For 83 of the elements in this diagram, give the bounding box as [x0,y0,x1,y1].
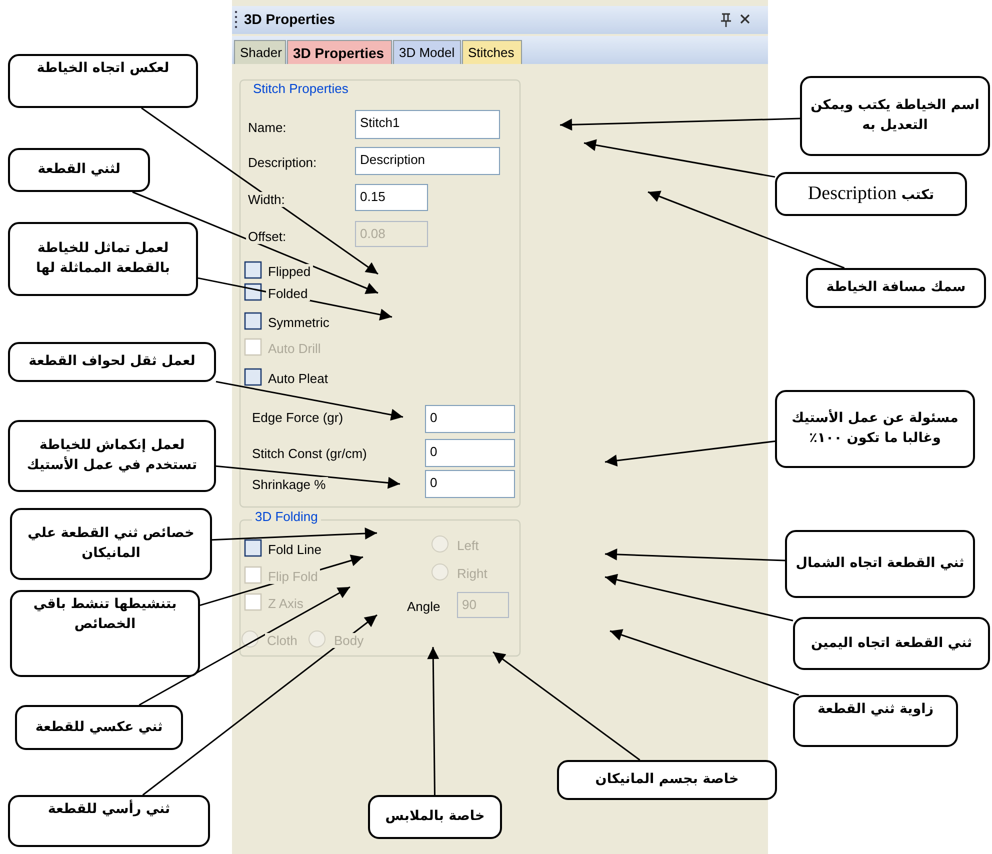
input-field: Description [355,147,500,175]
callout-text: اسم الخياطة يكتب ويمكن التعديل به [810,96,980,135]
radio-label: Right [455,566,490,581]
callout-text: لثني القطعة [38,160,120,180]
callout-box [368,795,502,839]
leader-arrow [584,139,776,178]
leader-arrow [132,191,378,294]
callout-box [15,705,183,750]
callout-text: بتنشيطها تنشط باقي الخصائص [32,595,178,634]
callout-text: ثني عكسي للقطعة [35,718,163,737]
input-field: 0 [425,470,515,498]
callout-box [775,390,975,468]
callout-box [10,590,200,677]
callout-text: ثني القطعة اتجاه اليمين [810,634,972,653]
callout-box [800,76,990,156]
callout-box [557,760,777,800]
panel-title: 3D Properties [244,12,336,29]
checkbox-label: Flip Fold [266,569,320,584]
leader-arrow [604,548,786,562]
checkbox-label: Fold Line [266,542,324,557]
callout-text: خاصة بالملابس [385,807,485,826]
checkbox-label: Z Axis [266,596,306,611]
callout-box [793,617,990,670]
group-title: 3D Folding [252,510,321,523]
callout-text: لعمل تماثل للخياطة بالقطعة المماثلة لها [35,239,171,278]
field-label: Stitch Const (gr/cm) [250,446,369,461]
leader-arrow [427,647,440,795]
tab: 3D Properties [287,40,392,64]
checkbox-label: Folded [266,286,310,301]
input-field: 0.15 [355,184,428,211]
field-label: Angle [405,599,442,614]
callout-text: خاصة بجسم المانيكان [595,770,739,790]
leader-arrow [141,107,378,275]
checkbox-label: Auto Drill [266,341,323,356]
callout-box [10,508,212,580]
field-label: Shrinkage % [250,477,328,492]
callout-text: لعمل إنكماش للخياطة تستخدم في عمل الأستيك [26,436,198,475]
callout-text: لعمل ثقل لحواف القطعة [28,352,196,372]
callout-box [8,148,150,192]
checkbox-label: Symmetric [266,315,332,330]
leader-arrow [648,190,845,269]
callout-box [793,695,958,747]
callout-text: خصائص ثني القطعة علي المانيكان [26,524,196,563]
field-label: Name: [246,120,288,135]
callout-text: زاوية ثني القطعة [817,700,934,719]
leader-arrow [604,574,794,622]
tab: Stitches [462,40,522,64]
field-label: Width: [246,192,287,207]
input-field: 0 [425,405,515,433]
leader-arrow [216,465,400,489]
callout-box [8,342,216,382]
leader-arrow [492,651,640,761]
callout-text: ثني القطعة اتجاه الشمال [796,554,964,574]
leader-arrow [138,586,350,706]
leader-arrow [610,629,800,696]
callout-box [775,172,967,216]
callout-box [8,54,198,108]
callout-text: ثني رأسي للقطعة [48,800,170,819]
tab: Shader [234,40,286,64]
radio-label: Left [455,538,481,553]
input-field: Stitch1 [355,110,500,139]
callout-box [806,268,986,308]
leader-arrow [560,118,800,131]
input-field: 0 [425,439,515,467]
callout-box [8,420,216,492]
callout-text: سمك مسافة الخياطة [826,278,966,298]
input-field: 90 [457,592,509,618]
leader-arrow [604,440,776,466]
checkbox-label: Auto Pleat [266,371,330,386]
field-label: Edge Force (gr) [250,410,346,425]
callout-box [8,222,198,296]
callout-box [785,530,975,598]
radio-label: Cloth [265,633,300,648]
leader-arrow [142,614,378,796]
callout-text: مسئولة عن عمل الأستيك وغالبا ما تكون ١٠٠٪ [790,409,960,448]
checkbox-label: Flipped [266,264,313,279]
radio-label: Body [332,633,366,648]
callout-text: لعكس اتجاه الخياطة [36,59,170,78]
leader-arrow [216,380,404,421]
tab: 3D Model [393,40,461,64]
callout-box [8,795,210,847]
input-field: 0.08 [355,221,428,247]
leader-arrow [212,528,378,541]
